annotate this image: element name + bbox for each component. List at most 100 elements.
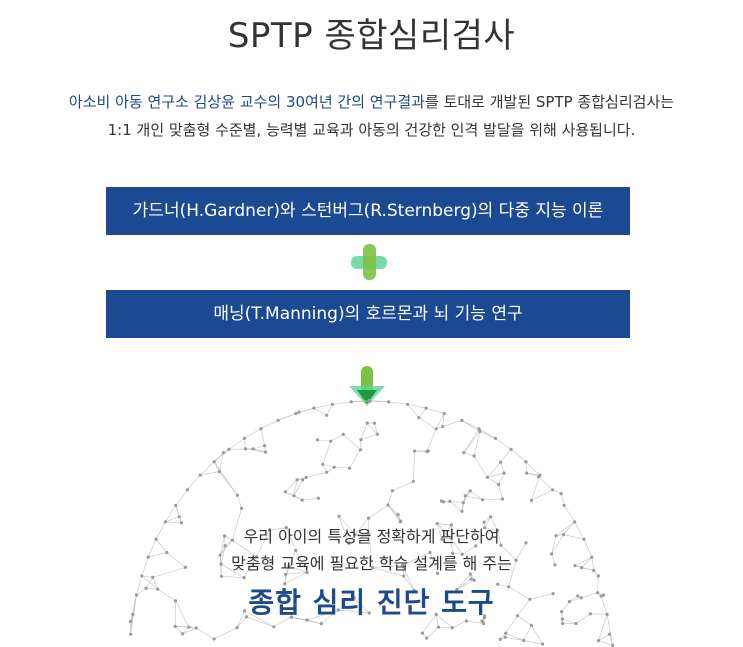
network-node	[332, 465, 336, 469]
network-link	[482, 498, 503, 501]
network-node	[304, 475, 308, 480]
network-node	[434, 427, 438, 431]
network-node	[439, 499, 443, 503]
network-link	[284, 572, 308, 585]
network-link	[313, 403, 333, 409]
network-node	[295, 478, 299, 482]
network-node	[131, 612, 135, 616]
network-link	[338, 516, 349, 544]
network-node	[337, 514, 341, 518]
network-node	[321, 462, 325, 466]
network-link	[531, 625, 543, 645]
network-node	[573, 564, 577, 568]
network-node	[387, 400, 391, 404]
network-link	[484, 516, 491, 528]
down-arrow-icon	[349, 366, 385, 406]
network-link	[413, 450, 415, 482]
network-node	[500, 497, 504, 501]
network-link	[562, 618, 577, 624]
network-node	[489, 515, 493, 519]
theory-box-hormone-brain-research: 매닝(T.Manning)의 호르몬과 뇌 기능 연구	[106, 290, 630, 338]
network-link	[322, 463, 335, 468]
network-link	[590, 613, 608, 615]
network-node	[525, 471, 529, 475]
outro-line-2: 맞춤형 교육에 필요한 학습 설계를 해 주는	[231, 554, 512, 573]
network-node	[551, 592, 555, 596]
network-node	[316, 496, 320, 500]
network-node	[496, 582, 500, 586]
network-node	[425, 636, 429, 640]
outro-line-1: 우리 아이의 특성을 정확하게 판단하여	[243, 527, 500, 546]
network-link	[166, 552, 186, 568]
network-node	[134, 593, 139, 597]
network-node	[554, 534, 558, 538]
network-node	[493, 436, 498, 440]
network-link	[232, 508, 242, 541]
network-link	[182, 627, 197, 635]
network-link	[402, 565, 405, 577]
network-link	[551, 534, 564, 555]
network-node	[601, 593, 606, 597]
network-link	[244, 610, 274, 628]
network-node	[428, 550, 432, 555]
network-link	[374, 423, 378, 435]
network-node	[198, 473, 202, 477]
network-node	[235, 626, 239, 630]
network-node	[243, 609, 247, 613]
network-link	[438, 626, 453, 629]
network-link	[219, 545, 226, 556]
network-link	[354, 517, 369, 535]
network-link	[148, 552, 167, 558]
network-link	[435, 413, 445, 429]
network-link	[429, 552, 438, 574]
network-link	[523, 625, 532, 641]
network-node	[243, 447, 248, 451]
network-node	[242, 576, 246, 580]
network-node	[325, 470, 329, 474]
network-link	[515, 542, 527, 561]
network-link	[244, 428, 262, 439]
network-node	[367, 611, 371, 615]
network-node	[353, 533, 357, 537]
tool-title: 종합 심리 진단 도구	[248, 586, 495, 619]
network-link	[478, 428, 496, 439]
network-link	[322, 441, 332, 465]
network-node	[440, 537, 444, 541]
network-link	[407, 404, 420, 418]
network-link	[449, 501, 463, 512]
network-link	[146, 587, 158, 590]
network-node	[449, 536, 453, 540]
network-node	[368, 399, 372, 403]
network-node	[163, 520, 167, 524]
network-node	[529, 498, 534, 502]
network-link	[313, 407, 327, 416]
network-node	[212, 637, 216, 641]
network-link	[285, 572, 308, 575]
network-link	[256, 529, 270, 558]
network-link	[338, 515, 356, 535]
network-node	[480, 619, 484, 623]
network-link	[555, 521, 575, 536]
network-node	[412, 588, 416, 592]
network-node	[227, 447, 231, 451]
network-node	[461, 501, 465, 505]
network-link	[288, 565, 308, 573]
network-link	[360, 433, 378, 441]
network-link	[343, 434, 361, 451]
network-link	[435, 614, 453, 628]
network-node	[441, 424, 445, 429]
network-link	[563, 534, 584, 540]
network-node	[223, 544, 227, 548]
network-link	[563, 505, 575, 523]
network-link	[334, 466, 350, 469]
network-link	[152, 567, 186, 578]
network-node	[396, 513, 400, 517]
plus-icon	[351, 244, 387, 280]
network-node	[590, 555, 594, 559]
network-link	[463, 431, 481, 453]
network-node	[370, 566, 375, 570]
network-link	[510, 449, 527, 462]
network-node	[173, 599, 178, 603]
network-node	[529, 623, 533, 627]
network-node	[259, 427, 263, 431]
